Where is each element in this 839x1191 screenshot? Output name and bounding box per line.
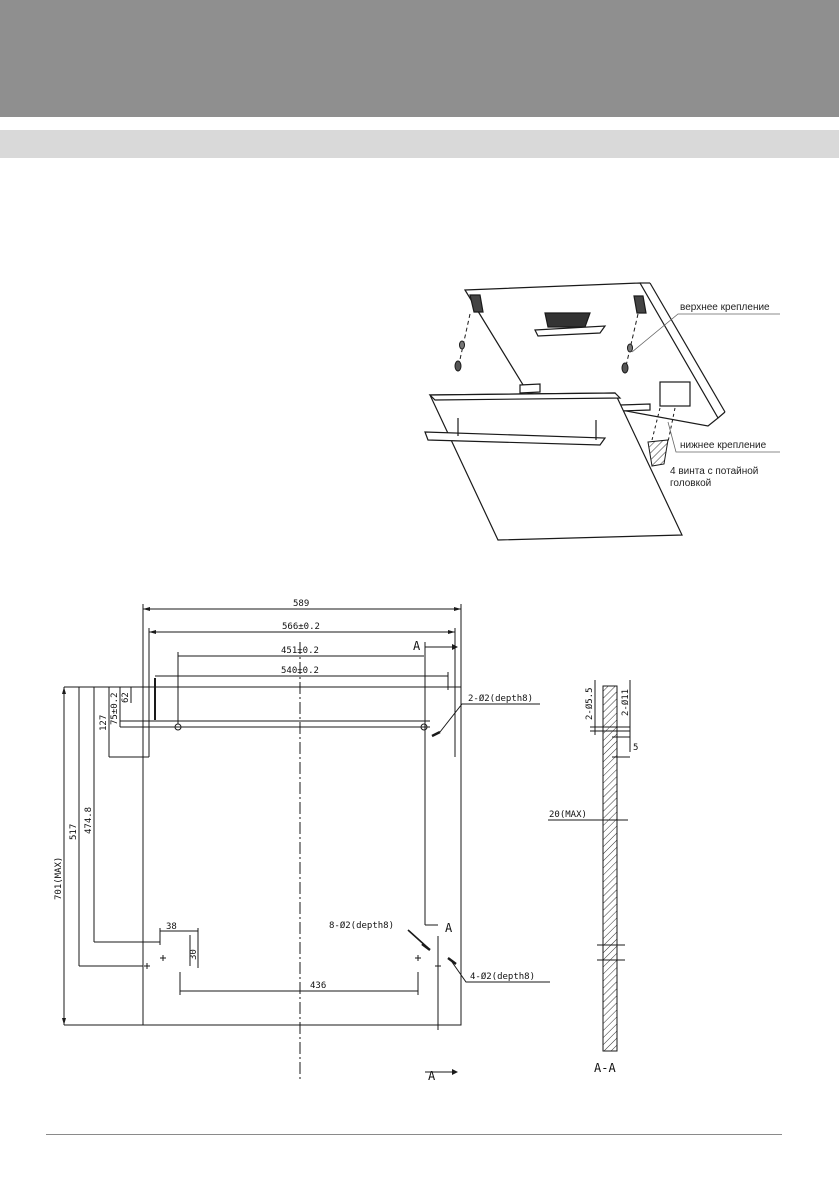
dishwasher-body [463, 282, 726, 427]
footer-rule [46, 1134, 782, 1135]
top-mount-label: верхнее крепление [680, 302, 770, 313]
side-dim-5: 5 [633, 743, 638, 753]
dim-75: 75±0.2 [110, 692, 120, 725]
panel-outline [142, 686, 462, 1026]
callout-top-holes: 2-Ø2(depth8) [468, 693, 533, 704]
dim-540: 540±0.2 [281, 666, 319, 676]
dim-517: 517 [69, 824, 79, 840]
section-title: A-A [594, 1061, 616, 1075]
header-band [0, 0, 839, 117]
dim-566: 566±0.2 [282, 622, 320, 632]
dim-701: 701(MAX) [54, 857, 64, 900]
dim-474-8: 474.8 [84, 807, 94, 834]
door-panel [424, 392, 683, 541]
section-mark-bottom: A [428, 1069, 436, 1083]
dim-436: 436 [310, 981, 326, 991]
dim-38: 38 [166, 922, 177, 932]
dim-589: 589 [293, 599, 309, 609]
subheader-band [0, 130, 839, 158]
dim-30: 30 [189, 949, 199, 960]
callout-mid-holes: 8-Ø2(depth8) [329, 920, 394, 931]
bottom-mount-label: нижнее крепление [680, 440, 767, 451]
screws-label-line1: 4 винта с потайной [670, 466, 758, 477]
callout-bottom-holes: 4-Ø2(depth8) [470, 971, 535, 982]
leader-lines [631, 313, 780, 453]
side-dim-20: 20(MAX) [549, 810, 587, 820]
section-mark-mid: A [445, 921, 453, 935]
screws [454, 313, 676, 467]
section-mark-top: A [413, 639, 421, 653]
screws-label-line2: головкой [670, 478, 711, 489]
dim-62: 62 [121, 692, 131, 703]
side-dim-11: 2-Ø11 [620, 689, 631, 716]
dim-127: 127 [99, 715, 109, 731]
dim-451: 451±0.2 [281, 646, 319, 656]
section-panel [602, 685, 618, 1052]
side-dim-5-5: 2-Ø5.5 [584, 687, 595, 720]
